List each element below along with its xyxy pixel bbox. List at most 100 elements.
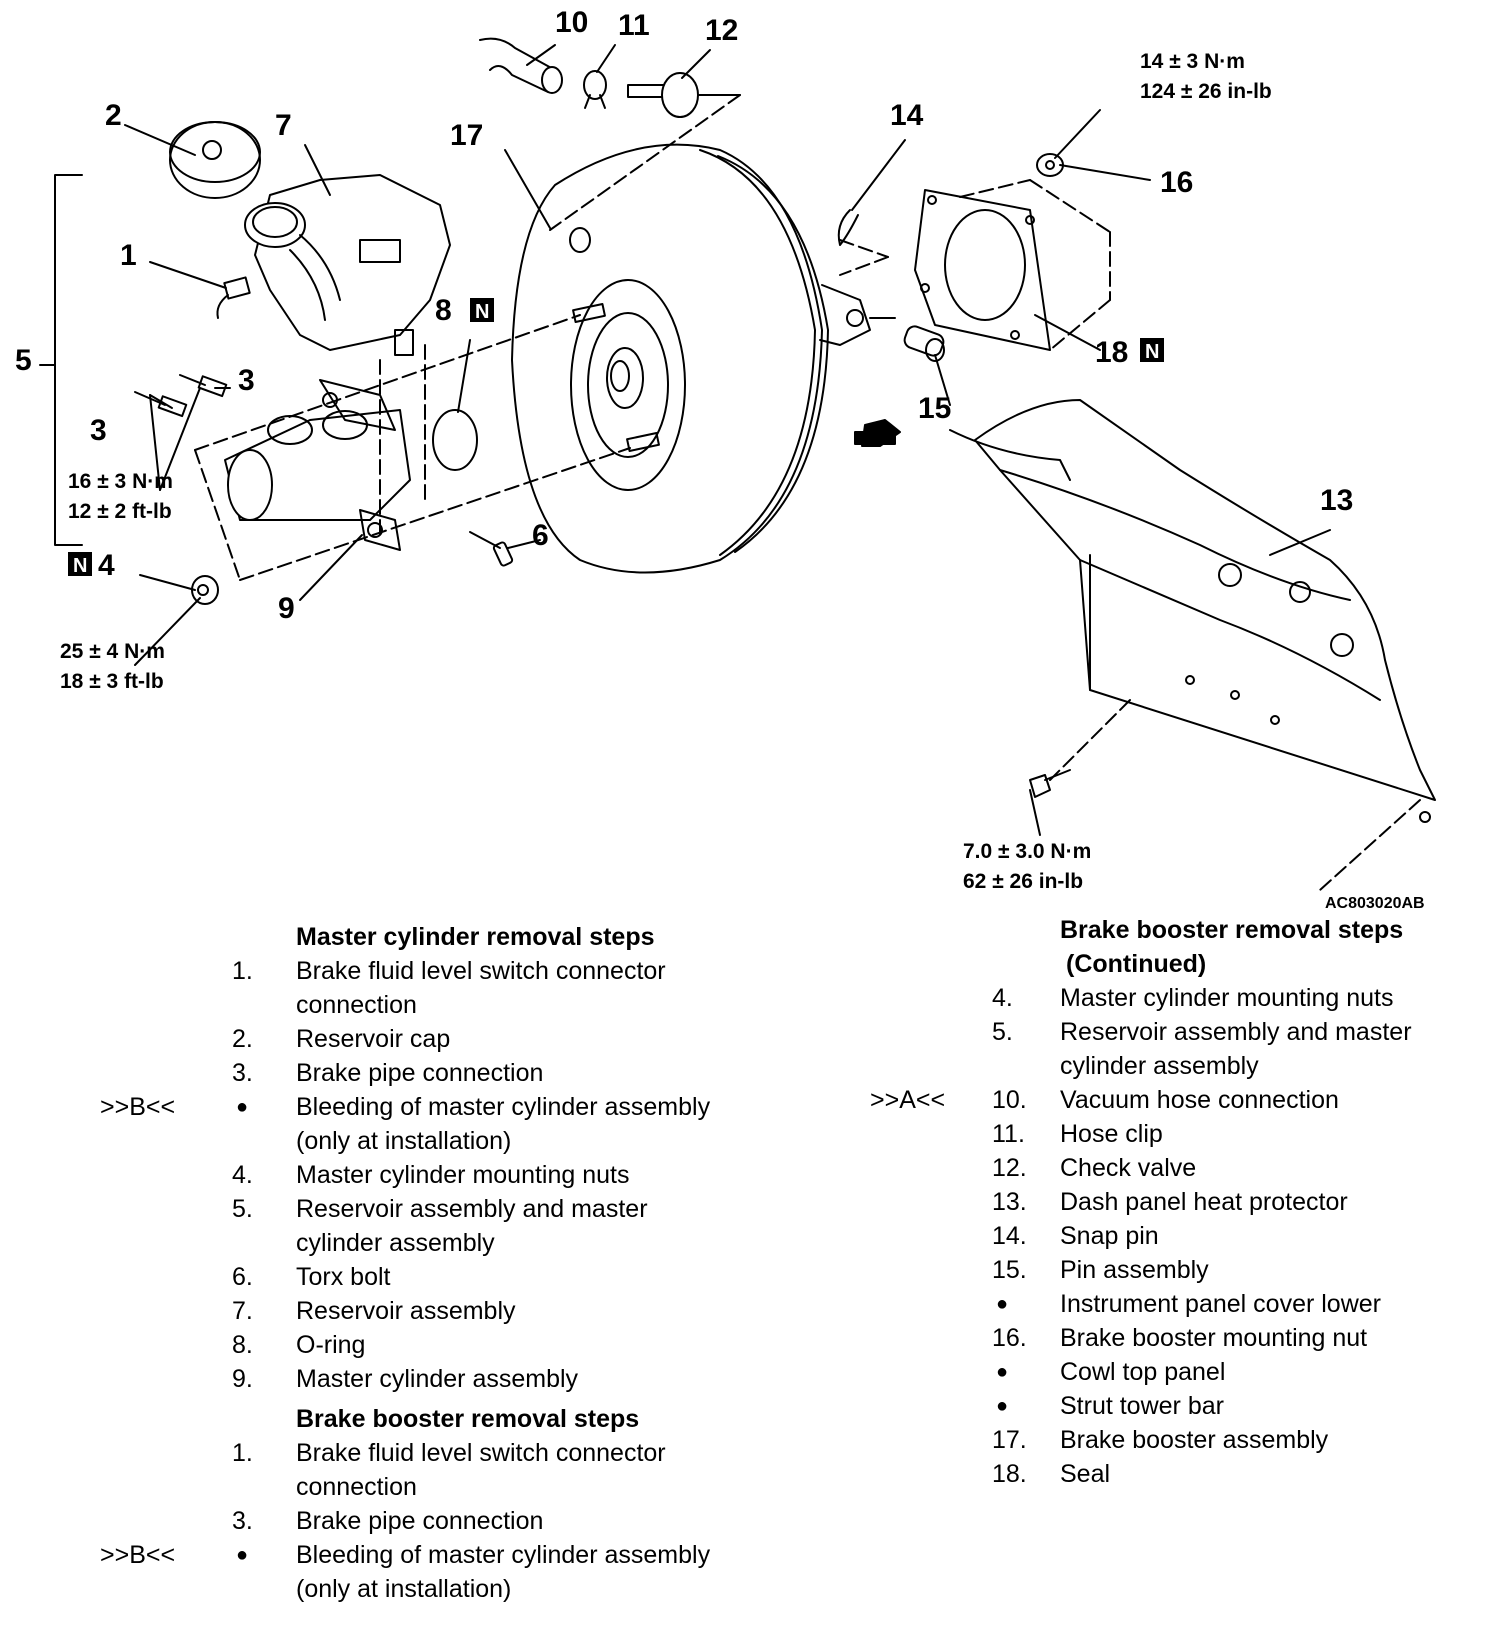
bb-removal-heading: Brake booster removal steps [296, 1405, 640, 1433]
master-cylinder-steps-column: Master cylinder removal steps 1. Brake fl… [100, 920, 740, 1606]
step-item: 9.Master cylinder assembly [100, 1362, 740, 1396]
assembly-dashed-lines [194, 314, 1421, 891]
step-item: >>B<< ● Bleeding of master cylinder assemb… [100, 1090, 740, 1158]
seal-bracket-lines [959, 179, 1111, 351]
step-text: Check valve [1060, 1154, 1197, 1182]
step-text: Instrument panel cover lower [1060, 1290, 1381, 1318]
new-part-marker-4: N [68, 552, 92, 577]
mc-removal-steps-list: 1. Brake fluid level switch connector con… [100, 954, 740, 1396]
callout-1: 1 [120, 239, 137, 272]
step-number: 3. [232, 1059, 253, 1087]
step-item: ●Instrument panel cover lower [870, 1287, 1490, 1321]
step-item: 2. Reservoir cap [100, 1022, 740, 1056]
callout-4: 4 [98, 549, 115, 582]
callout-10: 10 [555, 6, 588, 39]
switch-connector-1 [216, 276, 251, 319]
torque-4-metric: 25 ± 4 N·m [60, 640, 165, 663]
step-text: Seal [1060, 1460, 1111, 1488]
callout-7: 7 [275, 109, 292, 142]
step-number: 4. [232, 1161, 253, 1189]
step-item: ●Cowl top panel [870, 1355, 1490, 1389]
step-number: 16. [992, 1324, 1027, 1352]
step-item: 5.Reservoir assembly and master cylinder… [870, 1015, 1490, 1083]
step-number: 7. [232, 1297, 253, 1325]
step-number: 17. [992, 1426, 1027, 1454]
bb-continued-heading-line1: Brake booster removal steps [1060, 916, 1404, 944]
step-item: 3. Brake pipe connection [100, 1504, 740, 1538]
step-number: 1. [232, 957, 253, 985]
step-text: Dash panel heat protector [1060, 1188, 1348, 1216]
callout-16: 16 [1160, 166, 1193, 199]
svg-text:N: N [73, 555, 87, 577]
procedure-reference-marker: >>B<< [100, 1093, 176, 1121]
svg-text:N: N [1145, 341, 1159, 363]
step-text: Master cylinder mounting nuts [296, 1161, 630, 1189]
step-number: 1. [232, 1439, 253, 1467]
step-text: Hose clip [1060, 1120, 1163, 1148]
callout-3b: 3 [90, 414, 107, 447]
step-item: 7.Reservoir assembly [100, 1294, 740, 1328]
step-number: 5. [232, 1195, 253, 1223]
heat-protector-drawing [949, 399, 1436, 823]
step-item: ●Strut tower bar [870, 1389, 1490, 1423]
reservoir-cap-2 [169, 121, 261, 199]
brake-pipe-fitting-right [179, 374, 228, 398]
bb-removal-steps-list: 1. Brake fluid level switch connector con… [100, 1436, 740, 1606]
callout-12: 12 [705, 14, 738, 47]
step-text: O-ring [296, 1331, 366, 1359]
step-item: 17.Brake booster assembly [870, 1423, 1490, 1457]
step-text: Brake pipe connection [296, 1059, 544, 1087]
step-item: 4.Master cylinder mounting nuts [870, 981, 1490, 1015]
step-item: 14.Snap pin [870, 1219, 1490, 1253]
master-cylinder-9 [224, 379, 411, 551]
callout-3a: 3 [238, 364, 255, 397]
step-number: 2. [232, 1025, 253, 1053]
step-item: 16.Brake booster mounting nut [870, 1321, 1490, 1355]
snap-pin-14 [837, 209, 859, 246]
step-text: Reservoir cap [296, 1025, 451, 1053]
torx-bolt-6 [469, 531, 514, 567]
svg-text:N: N [475, 301, 489, 323]
step-text: Cowl top panel [1060, 1358, 1226, 1386]
reservoir-assembly-7 [244, 174, 451, 356]
booster-stud-lower [626, 432, 660, 452]
step-number: 5. [992, 1018, 1013, 1046]
step-number: 15. [992, 1256, 1027, 1284]
callout-14: 14 [890, 99, 924, 132]
step-number: 3. [232, 1507, 253, 1535]
step-item: 3. Brake pipe connection [100, 1056, 740, 1090]
torque-3-imperial: 12 ± 2 ft-lb [68, 500, 172, 523]
callout-9: 9 [278, 592, 295, 625]
step-bullet: ● [996, 1395, 1009, 1417]
step-item: 12. Check valve [870, 1151, 1490, 1185]
seal-drawing [914, 189, 1051, 351]
exploded-parts-diagram: 2 1 5 7 3 3 4 8 6 9 10 11 12 17 14 16 18… [15, 6, 1436, 912]
callout-17: 17 [450, 119, 483, 152]
step-item: 1. Brake fluid level switch connector con… [100, 1436, 740, 1504]
step-text: Bleeding of master cylinder assembly (on… [296, 1093, 711, 1155]
torque-3-metric: 16 ± 3 N·m [68, 470, 173, 493]
bracket-5 [54, 174, 83, 546]
step-text: Brake fluid level switch connector conne… [296, 1439, 666, 1501]
new-part-marker-8: N [470, 298, 494, 323]
step-text: Brake pipe connection [296, 1507, 544, 1535]
torque-4-imperial: 18 ± 3 ft-lb [60, 670, 164, 693]
step-text: Bleeding of master cylinder assembly (on… [296, 1541, 711, 1603]
step-item: 15.Pin assembly [870, 1253, 1490, 1287]
step-number: 12. [992, 1154, 1027, 1182]
pin-assembly-15 [903, 325, 945, 362]
callout-2: 2 [105, 99, 122, 132]
callout-11: 11 [618, 9, 650, 42]
figure-id: AC803020AB [1325, 895, 1425, 912]
callout-6: 6 [532, 519, 549, 552]
check-valve-12 [627, 72, 713, 118]
step-text: Snap pin [1060, 1222, 1159, 1250]
procedure-reference-marker: >>B<< [100, 1541, 176, 1569]
mc-removal-heading: Master cylinder removal steps [296, 923, 655, 951]
step-bullet: ● [236, 1096, 249, 1118]
vacuum-hose-10 [479, 37, 563, 94]
step-number: 4. [992, 984, 1013, 1012]
step-text: Brake fluid level switch connector conne… [296, 957, 666, 1019]
callout-13: 13 [1320, 484, 1353, 517]
step-item: 13.Dash panel heat protector [870, 1185, 1490, 1219]
